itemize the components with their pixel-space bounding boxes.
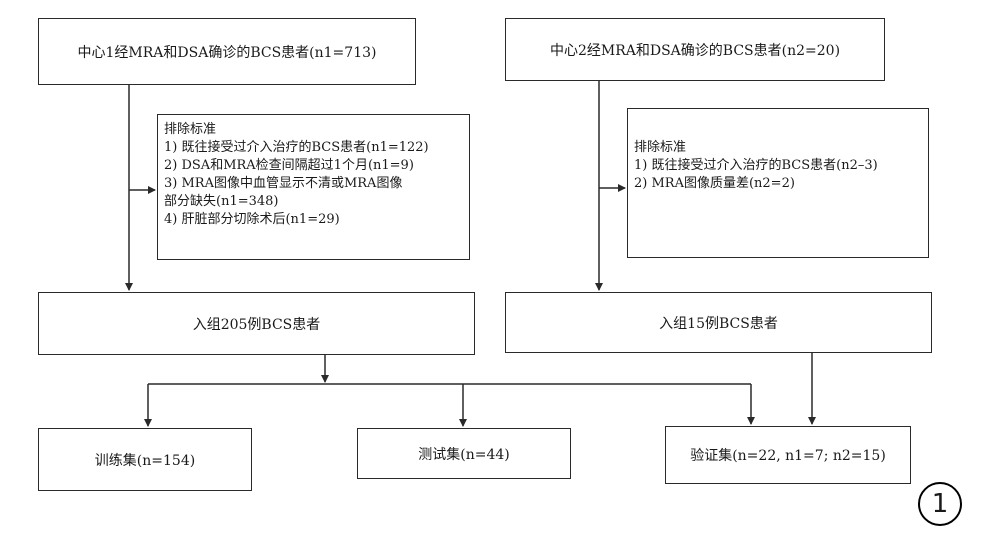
box-enroll-left: 入组205例BCS患者 [38, 292, 475, 355]
exclusion-left-item: 2) DSA和MRA检查间隔超过1个月(n1=9) [164, 158, 414, 173]
box-center2-patients: 中心2经MRA和DSA确诊的BCS患者(n2=20) [505, 18, 885, 81]
enroll-right-text: 入组15例BCS患者 [659, 315, 778, 332]
box-center1-patients: 中心1经MRA和DSA确诊的BCS患者(n1=713) [38, 18, 416, 85]
exclusion-right-item: 2) MRA图像质量差(n2=2) [634, 176, 795, 191]
box-test-set: 测试集(n=44) [357, 428, 571, 479]
training-set-text: 训练集(n=154) [94, 452, 196, 469]
exclusion-right-item: 1) 既往接受过介入治疗的BCS患者(n2–3) [634, 158, 878, 173]
box-training-set: 训练集(n=154) [38, 428, 252, 491]
box-center2-text: 中心2经MRA和DSA确诊的BCS患者(n2=20) [549, 42, 841, 59]
exclusion-left-title: 排除标准 [164, 122, 217, 137]
box-center1-text: 中心1经MRA和DSA确诊的BCS患者(n1=713) [77, 44, 377, 61]
exclusion-left-item: 部分缺失(n1=348) [164, 194, 279, 209]
box-exclusion-left: 排除标准 1) 既往接受过介入治疗的BCS患者(n1=122) 2) DSA和M… [157, 114, 470, 260]
validation-set-text: 验证集(n=22, n1=7; n2=15) [690, 448, 886, 464]
exclusion-left-item: 4) 肝脏部分切除术后(n1=29) [164, 212, 340, 227]
test-set-text: 测试集(n=44) [418, 446, 510, 463]
enroll-left-text: 入组205例BCS患者 [192, 316, 321, 333]
box-validation-set: 验证集(n=22, n1=7; n2=15) [665, 426, 911, 484]
box-enroll-right: 入组15例BCS患者 [505, 292, 932, 353]
figure-number: 1 [918, 482, 962, 526]
exclusion-left-item: 3) MRA图像中血管显示不清或MRA图像 [164, 176, 403, 191]
box-exclusion-right: 排除标准 1) 既往接受过介入治疗的BCS患者(n2–3) 2) MRA图像质量… [627, 108, 929, 258]
exclusion-left-item: 1) 既往接受过介入治疗的BCS患者(n1=122) [164, 140, 429, 155]
exclusion-right-title: 排除标准 [634, 140, 687, 155]
